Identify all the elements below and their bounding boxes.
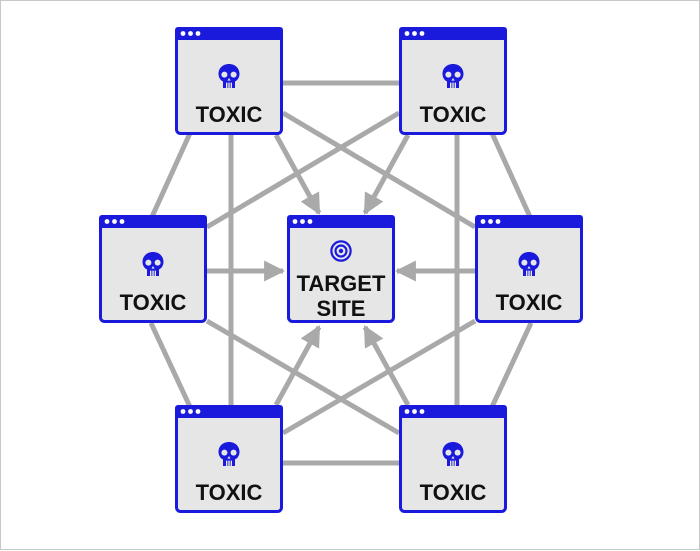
toxic-site-window-br: TOXIC	[399, 405, 507, 513]
window-dot-icon	[307, 219, 313, 224]
connector-arrow-bl-target	[273, 325, 322, 407]
toxic-label: TOXIC	[196, 480, 263, 505]
window-dot-icon	[180, 409, 186, 414]
connector-hex-tr-mr	[488, 129, 534, 221]
window-dot-icon	[480, 219, 486, 224]
window-title-bar-edge	[175, 414, 283, 418]
window-title-bar-edge	[99, 224, 207, 228]
toxic-site-window-tl: TOXIC	[175, 27, 283, 135]
window-dot-icon	[412, 31, 417, 36]
connector-arrow-tr-target	[362, 133, 411, 215]
connector-diag-ml-br	[205, 318, 401, 436]
connector-diag-tr-ml	[205, 110, 401, 230]
window-title-bar-edge	[287, 224, 395, 228]
window-dot-icon	[180, 31, 186, 36]
connector-hex-mr-br	[488, 321, 534, 411]
window-dot-icon	[404, 31, 410, 36]
toxic-site-window-ml: TOXIC	[99, 215, 207, 323]
window-dot-icon	[195, 31, 201, 36]
window-dot-icon	[292, 219, 298, 224]
window-dot-icon	[495, 219, 501, 224]
edge-layer	[148, 80, 534, 466]
window-dot-icon	[419, 409, 425, 414]
window-dot-icon	[419, 31, 425, 36]
window-dot-icon	[188, 409, 193, 414]
window-dot-icon	[195, 409, 201, 414]
window-dot-icon	[488, 219, 493, 224]
connector-hex-tl-ml	[148, 129, 194, 221]
window-dot-icon	[112, 219, 117, 224]
window-title-bar-edge	[175, 36, 283, 40]
connector-diag-mr-bl	[281, 318, 477, 436]
window-title-bar-edge	[399, 36, 507, 40]
toxic-site-window-mr: TOXIC	[475, 215, 583, 323]
target-label-line2: SITE	[317, 296, 366, 321]
window-dot-icon	[119, 219, 125, 224]
toxic-label: TOXIC	[420, 102, 487, 127]
window-dot-icon	[104, 219, 110, 224]
connector-arrow-tl-target	[273, 133, 322, 215]
target-label-line1: TARGET	[297, 271, 386, 296]
connector-hex-ml-bl	[148, 321, 194, 411]
connector-diag-tl-mr	[281, 110, 477, 230]
toxic-label: TOXIC	[420, 480, 487, 505]
window-dot-icon	[188, 31, 193, 36]
window-dot-icon	[300, 219, 305, 224]
toxic-label: TOXIC	[196, 102, 263, 127]
toxic-site-window-bl: TOXIC	[175, 405, 283, 513]
toxic-label: TOXIC	[120, 290, 187, 315]
toxic-label: TOXIC	[496, 290, 563, 315]
window-title-bar-edge	[475, 224, 583, 228]
connector-arrow-br-target	[362, 325, 411, 407]
window-dot-icon	[404, 409, 410, 414]
window-dot-icon	[412, 409, 417, 414]
window-title-bar-edge	[399, 414, 507, 418]
toxic-site-window-tr: TOXIC	[399, 27, 507, 135]
